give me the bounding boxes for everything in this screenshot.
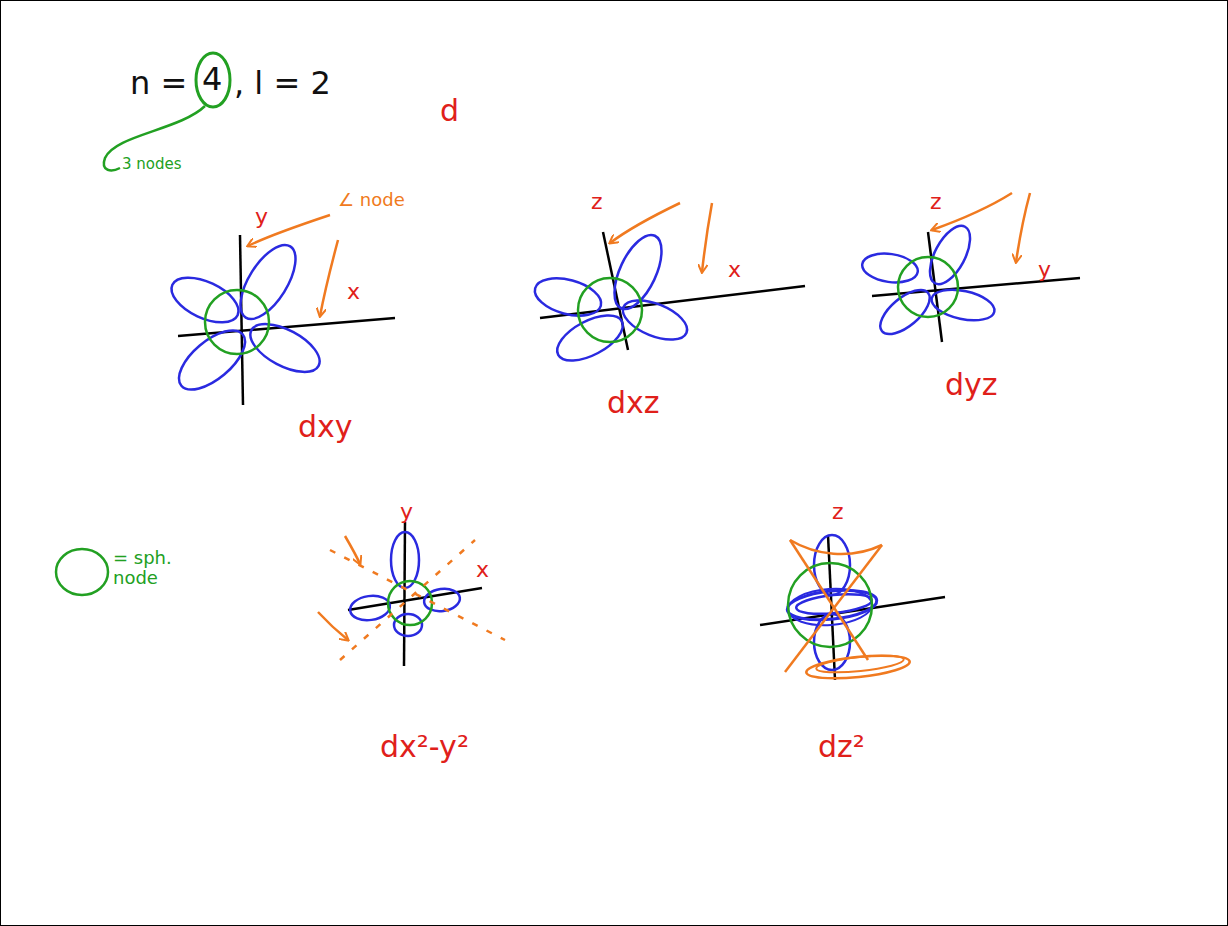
circle-mark: [196, 53, 230, 107]
orbital-torus: [795, 591, 872, 617]
orbital-name: dx²-y²: [380, 730, 469, 763]
orbital-lobe: [922, 220, 979, 291]
note-text: 3 nodes: [122, 156, 182, 173]
orbital-name: dyz: [945, 368, 998, 401]
leader-arrow: [320, 240, 338, 316]
axis-label: y: [1038, 258, 1051, 282]
leader-arrow: [932, 193, 1012, 230]
spherical-node: [388, 581, 432, 625]
orbital-name: dz²: [818, 730, 865, 763]
orbital-lobe: [550, 306, 630, 370]
note-text: ∠ node: [338, 190, 405, 210]
orbital-lobe: [617, 292, 692, 347]
spherical-node-symbol: [56, 549, 108, 595]
axis-label: x: [347, 280, 360, 304]
axis-label: y: [400, 500, 413, 524]
axis-label: z: [832, 500, 844, 524]
legend-note: = sph. node: [113, 548, 183, 588]
spherical-node: [578, 278, 642, 342]
nodal-plane: [340, 540, 475, 660]
axis-line: [928, 232, 942, 342]
orbital-torus: [787, 586, 873, 628]
axis-label: x: [728, 258, 741, 282]
orbital-name: dxy: [298, 410, 353, 443]
orbital-name: dxz: [607, 386, 660, 419]
orbital-lobe: [605, 228, 671, 316]
nodal-cone: [805, 652, 911, 683]
axis-label: z: [930, 190, 942, 214]
orbital-lobe: [873, 282, 937, 342]
nodal-cone: [816, 652, 905, 675]
leader-arrow: [318, 612, 348, 640]
formula-number: 4: [202, 62, 222, 97]
orbital-lobe: [391, 532, 419, 588]
axis-label: z: [591, 190, 603, 214]
spherical-node: [898, 257, 958, 317]
nodal-cone: [790, 540, 868, 660]
orbital-lobe: [169, 320, 255, 401]
formula-text: n =: [130, 66, 187, 101]
orbital-letter: d: [440, 94, 459, 127]
orbital-lobe: [929, 285, 997, 326]
orbital-lobe: [531, 272, 605, 322]
nodal-plane: [330, 550, 505, 640]
orbital-lobe: [349, 593, 392, 622]
axis-line: [348, 588, 482, 610]
axis-line: [240, 235, 243, 405]
axis-line: [404, 522, 405, 666]
axis-label: x: [476, 558, 489, 582]
leader-arrow: [345, 536, 360, 564]
leader-arrow: [610, 203, 680, 243]
nodal-cone: [790, 540, 882, 554]
formula-text: , l = 2: [234, 66, 331, 101]
axis-label: y: [255, 205, 268, 229]
leader-arrow: [1016, 193, 1030, 262]
orbital-lobe: [860, 250, 919, 286]
spherical-node: [205, 290, 269, 354]
leader-arrow: [702, 203, 712, 272]
